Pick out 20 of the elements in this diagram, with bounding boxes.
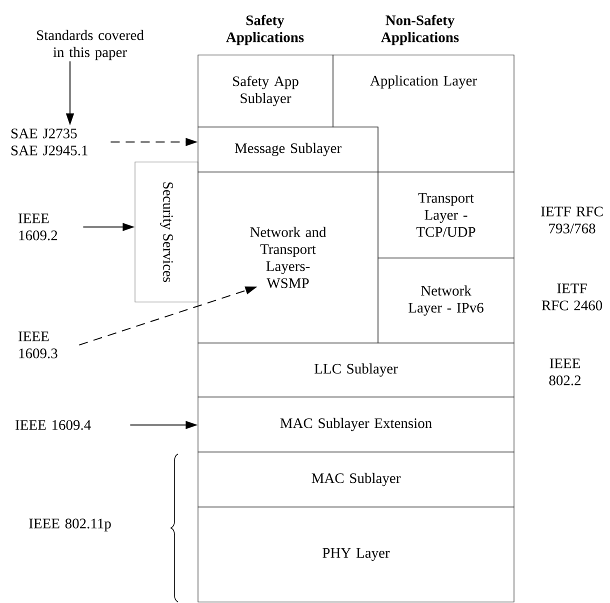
layer-box: Safety App Sublayer	[198, 54, 334, 128]
standard-label: IEEE 1609.2	[18, 214, 58, 240]
standard-label: Standards covered in this paper	[37, 30, 144, 60]
column-heading: Safety Applications	[226, 14, 304, 46]
standard-label: IEEE 1609.4	[16, 420, 91, 430]
standard-label: IEEE 802.2	[549, 358, 581, 386]
security-services-box: Security Services	[134, 162, 198, 302]
layer-box: Transport Layer - TCP/UDP	[378, 172, 514, 258]
layer-box: MAC Sublayer	[198, 452, 514, 508]
standard-label: SAE J2735 SAE J2945.1	[11, 128, 88, 156]
layer-box: Network Layer - IPv6	[378, 258, 514, 344]
standard-label: IEEE 802.11p	[29, 518, 111, 532]
layer-box: Message Sublayer	[198, 126, 378, 172]
layer-box: PHY Layer	[198, 506, 514, 602]
layer-box: LLC Sublayer	[198, 342, 514, 398]
standard-label: IEEE 1609.3	[18, 332, 58, 358]
standard-label: IETF RFC 2460	[542, 284, 602, 310]
standard-label: IETF RFC 793/768	[541, 206, 603, 234]
layer-box: Network and Transport Layers- WSMP	[198, 172, 378, 344]
layer-box: MAC Sublayer Extension	[198, 396, 514, 452]
